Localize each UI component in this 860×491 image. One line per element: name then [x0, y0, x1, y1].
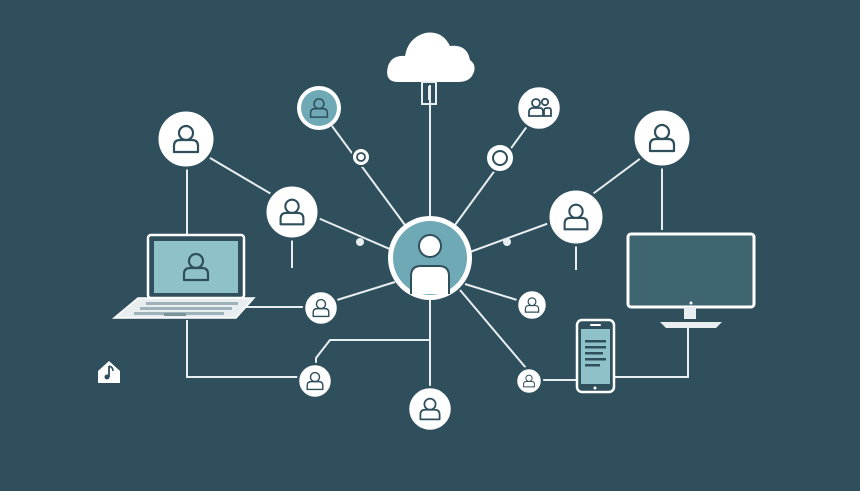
user-group-icon: [528, 97, 552, 117]
ring-node-small: [351, 147, 371, 167]
user-node-bottom-left[interactable]: [296, 362, 334, 400]
laptop-icon[interactable]: [111, 233, 256, 319]
user-node-small-right[interactable]: [515, 288, 549, 322]
link-center-user-small-right: [464, 283, 518, 301]
link-user-topleft-center: [331, 125, 406, 226]
user-node-right[interactable]: [546, 187, 606, 247]
cloud-icon: [387, 32, 475, 105]
link-user-right-center: [469, 221, 553, 253]
link-center-user-bottom-right: [459, 289, 527, 369]
document-lines: [585, 340, 606, 367]
smartphone-icon[interactable]: [575, 318, 616, 394]
user-node-far-right[interactable]: [631, 107, 693, 169]
user-node-far-left[interactable]: [155, 108, 217, 170]
ring-node-medium: [485, 143, 515, 173]
link-center-user-bottom-left: [315, 339, 430, 366]
link-user-mid-center: [336, 281, 396, 301]
link-phone-monitor: [614, 325, 689, 378]
user-node-top-left[interactable]: [297, 86, 341, 130]
dot-right: [503, 238, 511, 246]
connector-dots: [351, 143, 515, 246]
group-node[interactable]: [515, 84, 563, 132]
monitor-icon[interactable]: [626, 232, 756, 328]
user-icon: [410, 234, 450, 294]
link-user-farleft-user-left: [204, 154, 279, 199]
link-group-center: [454, 124, 529, 226]
central-user-node[interactable]: [388, 216, 472, 300]
home-music-icon: [98, 361, 120, 383]
user-node-left[interactable]: [263, 183, 321, 241]
link-laptop-user-bottom-left: [186, 320, 298, 378]
dot-left: [356, 238, 364, 246]
link-user-left-center: [317, 217, 393, 251]
user-node-mid-left[interactable]: [302, 289, 340, 327]
link-user-farright-user-right: [589, 154, 646, 197]
user-node-bottom[interactable]: [406, 385, 454, 433]
user-node-bottom-right[interactable]: [514, 366, 544, 396]
